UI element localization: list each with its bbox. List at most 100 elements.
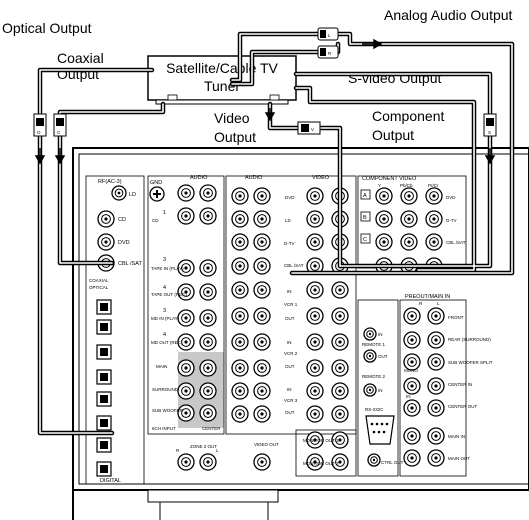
remote1-in-jack[interactable] bbox=[364, 328, 376, 340]
av-audio-r-jack-1[interactable] bbox=[232, 211, 248, 227]
comp-pb-jack-2[interactable] bbox=[401, 234, 417, 250]
digital-dvd-jack[interactable] bbox=[98, 234, 114, 250]
remote2-in-jack[interactable] bbox=[364, 384, 376, 396]
audio-left-jack-l3[interactable] bbox=[200, 284, 216, 300]
optical-jack-8[interactable] bbox=[97, 462, 111, 476]
optical-jack-6[interactable] bbox=[97, 416, 111, 430]
av-audio-l-jack-6[interactable] bbox=[254, 334, 270, 350]
audio-left-jack-r4[interactable] bbox=[178, 310, 194, 326]
digital-cd-jack[interactable] bbox=[98, 211, 114, 227]
av-svideo-jack-5[interactable] bbox=[332, 308, 348, 324]
av-audio-r-jack-5[interactable] bbox=[232, 308, 248, 324]
subwoofer-label: SUB WOOFER bbox=[152, 408, 184, 413]
audio-left-jack-l7[interactable] bbox=[200, 383, 216, 399]
av-svideo-jack-8[interactable] bbox=[332, 383, 348, 399]
av-audio-r-jack-6[interactable] bbox=[232, 334, 248, 350]
av-audio-r-jack-4[interactable] bbox=[232, 282, 248, 298]
comp-y-jack-0[interactable] bbox=[376, 188, 392, 204]
av-video-jack-9[interactable] bbox=[307, 406, 323, 422]
video-output-label-line2: Output bbox=[214, 129, 256, 145]
preout-l-jack-2[interactable] bbox=[428, 354, 444, 370]
comp-pb-jack-0[interactable] bbox=[401, 188, 417, 204]
remote1-out-jack[interactable] bbox=[364, 350, 376, 362]
av-audio-l-jack-4[interactable] bbox=[254, 282, 270, 298]
comp-pb-jack-1[interactable] bbox=[401, 211, 417, 227]
ctrl-out-jack[interactable] bbox=[368, 454, 380, 466]
optical-jack-3[interactable] bbox=[97, 345, 111, 359]
center-label: CENTER bbox=[202, 426, 221, 431]
video-output-label-line1: Video bbox=[214, 110, 250, 126]
audio-left-jack-l6[interactable] bbox=[200, 360, 216, 376]
av-audio-l-jack-5[interactable] bbox=[254, 308, 270, 324]
ld-coax-jack[interactable] bbox=[112, 186, 126, 200]
av-video-jack-6[interactable] bbox=[307, 334, 323, 350]
zone2-video-out-jack[interactable] bbox=[254, 454, 270, 470]
optical-jack-1[interactable] bbox=[97, 300, 111, 314]
comp-pr-jack-1[interactable] bbox=[426, 211, 442, 227]
comp-pr-jack-0[interactable] bbox=[426, 188, 442, 204]
av-svideo-jack-7[interactable] bbox=[332, 360, 348, 376]
audio-left-jack-l8[interactable] bbox=[200, 405, 216, 421]
optical-jack-4[interactable] bbox=[97, 370, 111, 384]
preout-r-jack-1[interactable] bbox=[404, 332, 420, 348]
preout-r-jack-5[interactable] bbox=[404, 428, 420, 444]
av-video-jack-4[interactable] bbox=[307, 282, 323, 298]
audio-left-jack-l0[interactable] bbox=[200, 185, 216, 201]
preout-r-jack-6[interactable] bbox=[404, 450, 420, 466]
optical-jack-2[interactable] bbox=[97, 320, 111, 334]
av-audio-l-jack-9[interactable] bbox=[254, 406, 270, 422]
audio-left-jack-l1[interactable] bbox=[200, 208, 216, 224]
zone2-r-jack[interactable] bbox=[178, 454, 194, 470]
audio-left-jack-r6[interactable] bbox=[178, 360, 194, 376]
optical-jack-5[interactable] bbox=[97, 392, 111, 406]
audio-left-jack-l4[interactable] bbox=[200, 310, 216, 326]
audio-left-jack-r1[interactable] bbox=[178, 208, 194, 224]
av-audio-l-jack-1[interactable] bbox=[254, 211, 270, 227]
preout-l-jack-1[interactable] bbox=[428, 332, 444, 348]
av-audio-l-jack-8[interactable] bbox=[254, 383, 270, 399]
comp-y-jack-1[interactable] bbox=[376, 211, 392, 227]
audio-left-jack-r7[interactable] bbox=[178, 383, 194, 399]
av-video-jack-8[interactable] bbox=[307, 383, 323, 399]
av-audio-l-jack-0[interactable] bbox=[254, 188, 270, 204]
av-audio-r-jack-0[interactable] bbox=[232, 188, 248, 204]
preout-r-jack-0[interactable] bbox=[404, 308, 420, 324]
num-1: 1 bbox=[163, 210, 166, 216]
preout-r-jack-4[interactable] bbox=[404, 400, 420, 416]
vcr1-out-label: OUT bbox=[285, 316, 295, 321]
av-video-jack-1[interactable] bbox=[307, 211, 323, 227]
preout-l-jack-6[interactable] bbox=[428, 450, 444, 466]
preout-l-jack-5[interactable] bbox=[428, 428, 444, 444]
av-video-jack-0[interactable] bbox=[307, 188, 323, 204]
zone2-l-jack[interactable] bbox=[200, 454, 216, 470]
av-audio-l-jack-2[interactable] bbox=[254, 234, 270, 250]
av-audio-r-jack-9[interactable] bbox=[232, 406, 248, 422]
preout-r-jack-3[interactable] bbox=[404, 378, 420, 394]
comp-pr-jack-2[interactable] bbox=[426, 234, 442, 250]
comp-y-jack-2[interactable] bbox=[376, 234, 392, 250]
av-svideo-jack-6[interactable] bbox=[332, 334, 348, 350]
av-svideo-jack-9[interactable] bbox=[332, 406, 348, 422]
svg-text:C: C bbox=[363, 237, 367, 243]
av-audio-r-jack-7[interactable] bbox=[232, 360, 248, 376]
av-video-jack-2[interactable] bbox=[307, 234, 323, 250]
digital-cbl-label: CBL /SAT bbox=[118, 261, 142, 267]
audio-left-jack-l5[interactable] bbox=[200, 334, 216, 350]
comp-y-label: Y bbox=[378, 183, 381, 188]
preout-l-jack-0[interactable] bbox=[428, 308, 444, 324]
preout-l-jack-3[interactable] bbox=[428, 378, 444, 394]
av-audio-l-jack-7[interactable] bbox=[254, 360, 270, 376]
gnd-terminal[interactable] bbox=[150, 187, 164, 201]
audio-left-jack-l2[interactable] bbox=[200, 260, 216, 276]
preout-l-jack-4[interactable] bbox=[428, 400, 444, 416]
rs232c-port[interactable] bbox=[366, 416, 394, 444]
av-audio-r-jack-3[interactable] bbox=[232, 258, 248, 274]
av-audio-l-jack-3[interactable] bbox=[254, 258, 270, 274]
av-audio-r-jack-8[interactable] bbox=[232, 383, 248, 399]
av-video-jack-5[interactable] bbox=[307, 308, 323, 324]
av-svideo-jack-4[interactable] bbox=[332, 282, 348, 298]
av-audio-r-jack-2[interactable] bbox=[232, 234, 248, 250]
audio-left-jack-r0[interactable] bbox=[178, 185, 194, 201]
av-video-jack-7[interactable] bbox=[307, 360, 323, 376]
optical-jack-7[interactable] bbox=[97, 438, 111, 452]
